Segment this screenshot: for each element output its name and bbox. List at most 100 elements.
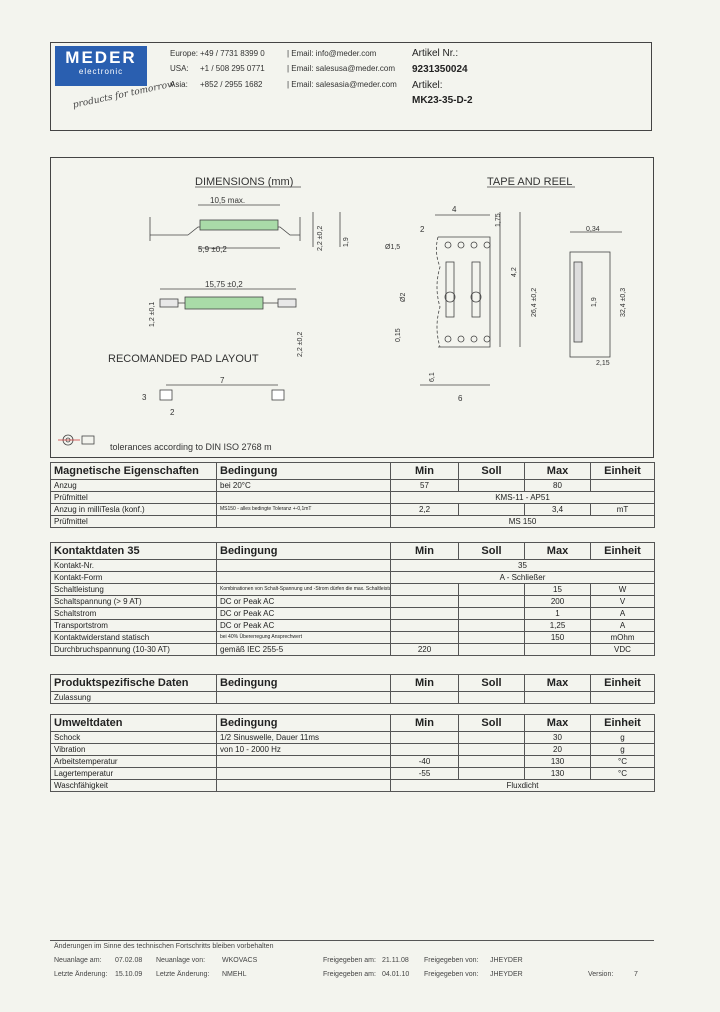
row-max: 30 xyxy=(524,731,591,744)
row-condition: von 10 - 2000 Hz xyxy=(216,743,391,756)
footer-created-by-label: Neuanlage von: xyxy=(156,957,206,964)
row-min: -55 xyxy=(390,767,459,780)
row-max xyxy=(524,691,591,704)
tape-t3: 1,75 xyxy=(495,213,502,227)
row-name: Schock xyxy=(50,731,217,744)
row-soll xyxy=(458,607,525,620)
footer-version: 7 xyxy=(634,971,638,978)
contact-region-europe: Europe: xyxy=(170,49,199,58)
contact-region-asia: Asia: xyxy=(170,80,188,89)
row-unit: g xyxy=(590,731,655,744)
row-condition xyxy=(216,559,391,572)
row-max: 80 xyxy=(524,479,591,492)
row-max: 3,4 xyxy=(524,503,591,516)
row-name: Waschfähigkeit xyxy=(50,779,217,792)
row-max: 1 xyxy=(524,607,591,620)
row-merged-value: Fluxdicht xyxy=(390,779,655,792)
row-unit xyxy=(590,691,655,704)
row-min xyxy=(390,731,459,744)
footer-approved-date: 21.11.08 xyxy=(382,957,409,964)
dim-d2: 15,75 ±0,2 xyxy=(205,280,243,289)
tape-t1: 4 xyxy=(452,205,457,214)
footer-created-label: Neuanlage am: xyxy=(54,957,102,964)
row-name: Schaltstrom xyxy=(50,607,217,620)
row-condition: MS150 - alles bedingte Toleranz +-0,1mT xyxy=(216,503,391,516)
row-merged-value: MS 150 xyxy=(390,515,655,528)
col-header-unit: Einheit xyxy=(590,542,655,560)
row-unit: mOhm xyxy=(590,631,655,644)
row-condition xyxy=(216,571,391,584)
tape-drawing: 4 2 1,75 4,2 26,4 ±0,2 Ø1,5 Ø2 0,15 6,1 … xyxy=(385,205,538,403)
reel-t7: 1,9 xyxy=(591,297,598,307)
row-soll xyxy=(458,743,525,756)
contact-phone-asia: +852 / 2955 1682 xyxy=(200,80,263,89)
row-soll xyxy=(458,691,525,704)
footer-divider xyxy=(50,940,654,941)
tape-t13: Ø1,5 xyxy=(385,244,400,251)
row-max: 130 xyxy=(524,767,591,780)
footer-approved-by: JHEYDER xyxy=(490,957,523,964)
artikel-nr-value: 9231350024 xyxy=(412,64,468,75)
row-min: -40 xyxy=(390,755,459,768)
row-unit: V xyxy=(590,595,655,608)
row-merged-value: KMS-11 - AP51 xyxy=(390,491,655,504)
row-condition: DC or Peak AC xyxy=(216,619,391,632)
section-title: Kontaktdaten 35 xyxy=(50,542,217,560)
row-name: Durchbruchspannung (10-30 AT) xyxy=(50,643,217,656)
tape-t2: 2 xyxy=(420,225,425,234)
row-max xyxy=(524,643,591,656)
row-soll xyxy=(458,767,525,780)
col-header-soll: Soll xyxy=(458,462,525,480)
row-condition: 1/2 Sinuswelle, Dauer 11ms xyxy=(216,731,391,744)
row-merged-value: A - Schließer xyxy=(390,571,655,584)
row-unit: mT xyxy=(590,503,655,516)
row-soll xyxy=(458,503,525,516)
row-max: 200 xyxy=(524,595,591,608)
reel-t6: 0,34 xyxy=(586,226,600,233)
col-header-min: Min xyxy=(390,674,459,692)
row-soll xyxy=(458,643,525,656)
footer-changed-date: 15.10.09 xyxy=(115,971,143,978)
row-soll xyxy=(458,755,525,768)
row-condition: Kombinationen von Schalt-Spannung und -S… xyxy=(216,583,391,596)
dim-d5: 2,2 ±0,2 xyxy=(297,332,304,357)
row-condition xyxy=(216,767,391,780)
table-row: Waschfähigkeit Fluxdicht xyxy=(50,779,655,792)
row-condition xyxy=(216,515,391,528)
footer-changed-by-label: Letzte Änderung: xyxy=(156,971,210,978)
row-soll xyxy=(458,619,525,632)
artikel-label: Artikel: xyxy=(412,80,443,91)
reed-switch-middle: 15,75 ±0,2 1,2 ±0,1 2,2 ±0,2 xyxy=(149,280,304,357)
reed-switch-top: 10,5 max. 5,9 ±0,2 2,2 ±0,2 1,9 xyxy=(149,196,350,254)
col-header-max: Max xyxy=(524,542,591,560)
row-soll xyxy=(458,631,525,644)
col-header-soll: Soll xyxy=(458,542,525,560)
table-row: Durchbruchspannung (10-30 AT)gemäß IEC 2… xyxy=(50,643,655,656)
pad-layout: 7 3 2 xyxy=(142,376,285,417)
section-title: Magnetische Eigenschaften xyxy=(50,462,217,480)
table-row: Zulassung xyxy=(50,691,655,704)
reel-t8: 32,4 ±0,3 xyxy=(620,288,627,317)
row-unit: °C xyxy=(590,767,655,780)
row-name: Kontaktwiderstand statisch xyxy=(50,631,217,644)
col-header-min: Min xyxy=(390,714,459,732)
tape-t14: Ø2 xyxy=(400,293,407,302)
footer-approved-label: Freigegeben am: xyxy=(323,957,376,964)
dim-d6: 1,9 xyxy=(343,237,350,247)
pad-height: 3 xyxy=(142,393,147,402)
dim-d4: 2,2 ±0,2 xyxy=(317,226,324,251)
row-max: 130 xyxy=(524,755,591,768)
row-min xyxy=(390,619,459,632)
row-name: Schaltleistung xyxy=(50,583,217,596)
